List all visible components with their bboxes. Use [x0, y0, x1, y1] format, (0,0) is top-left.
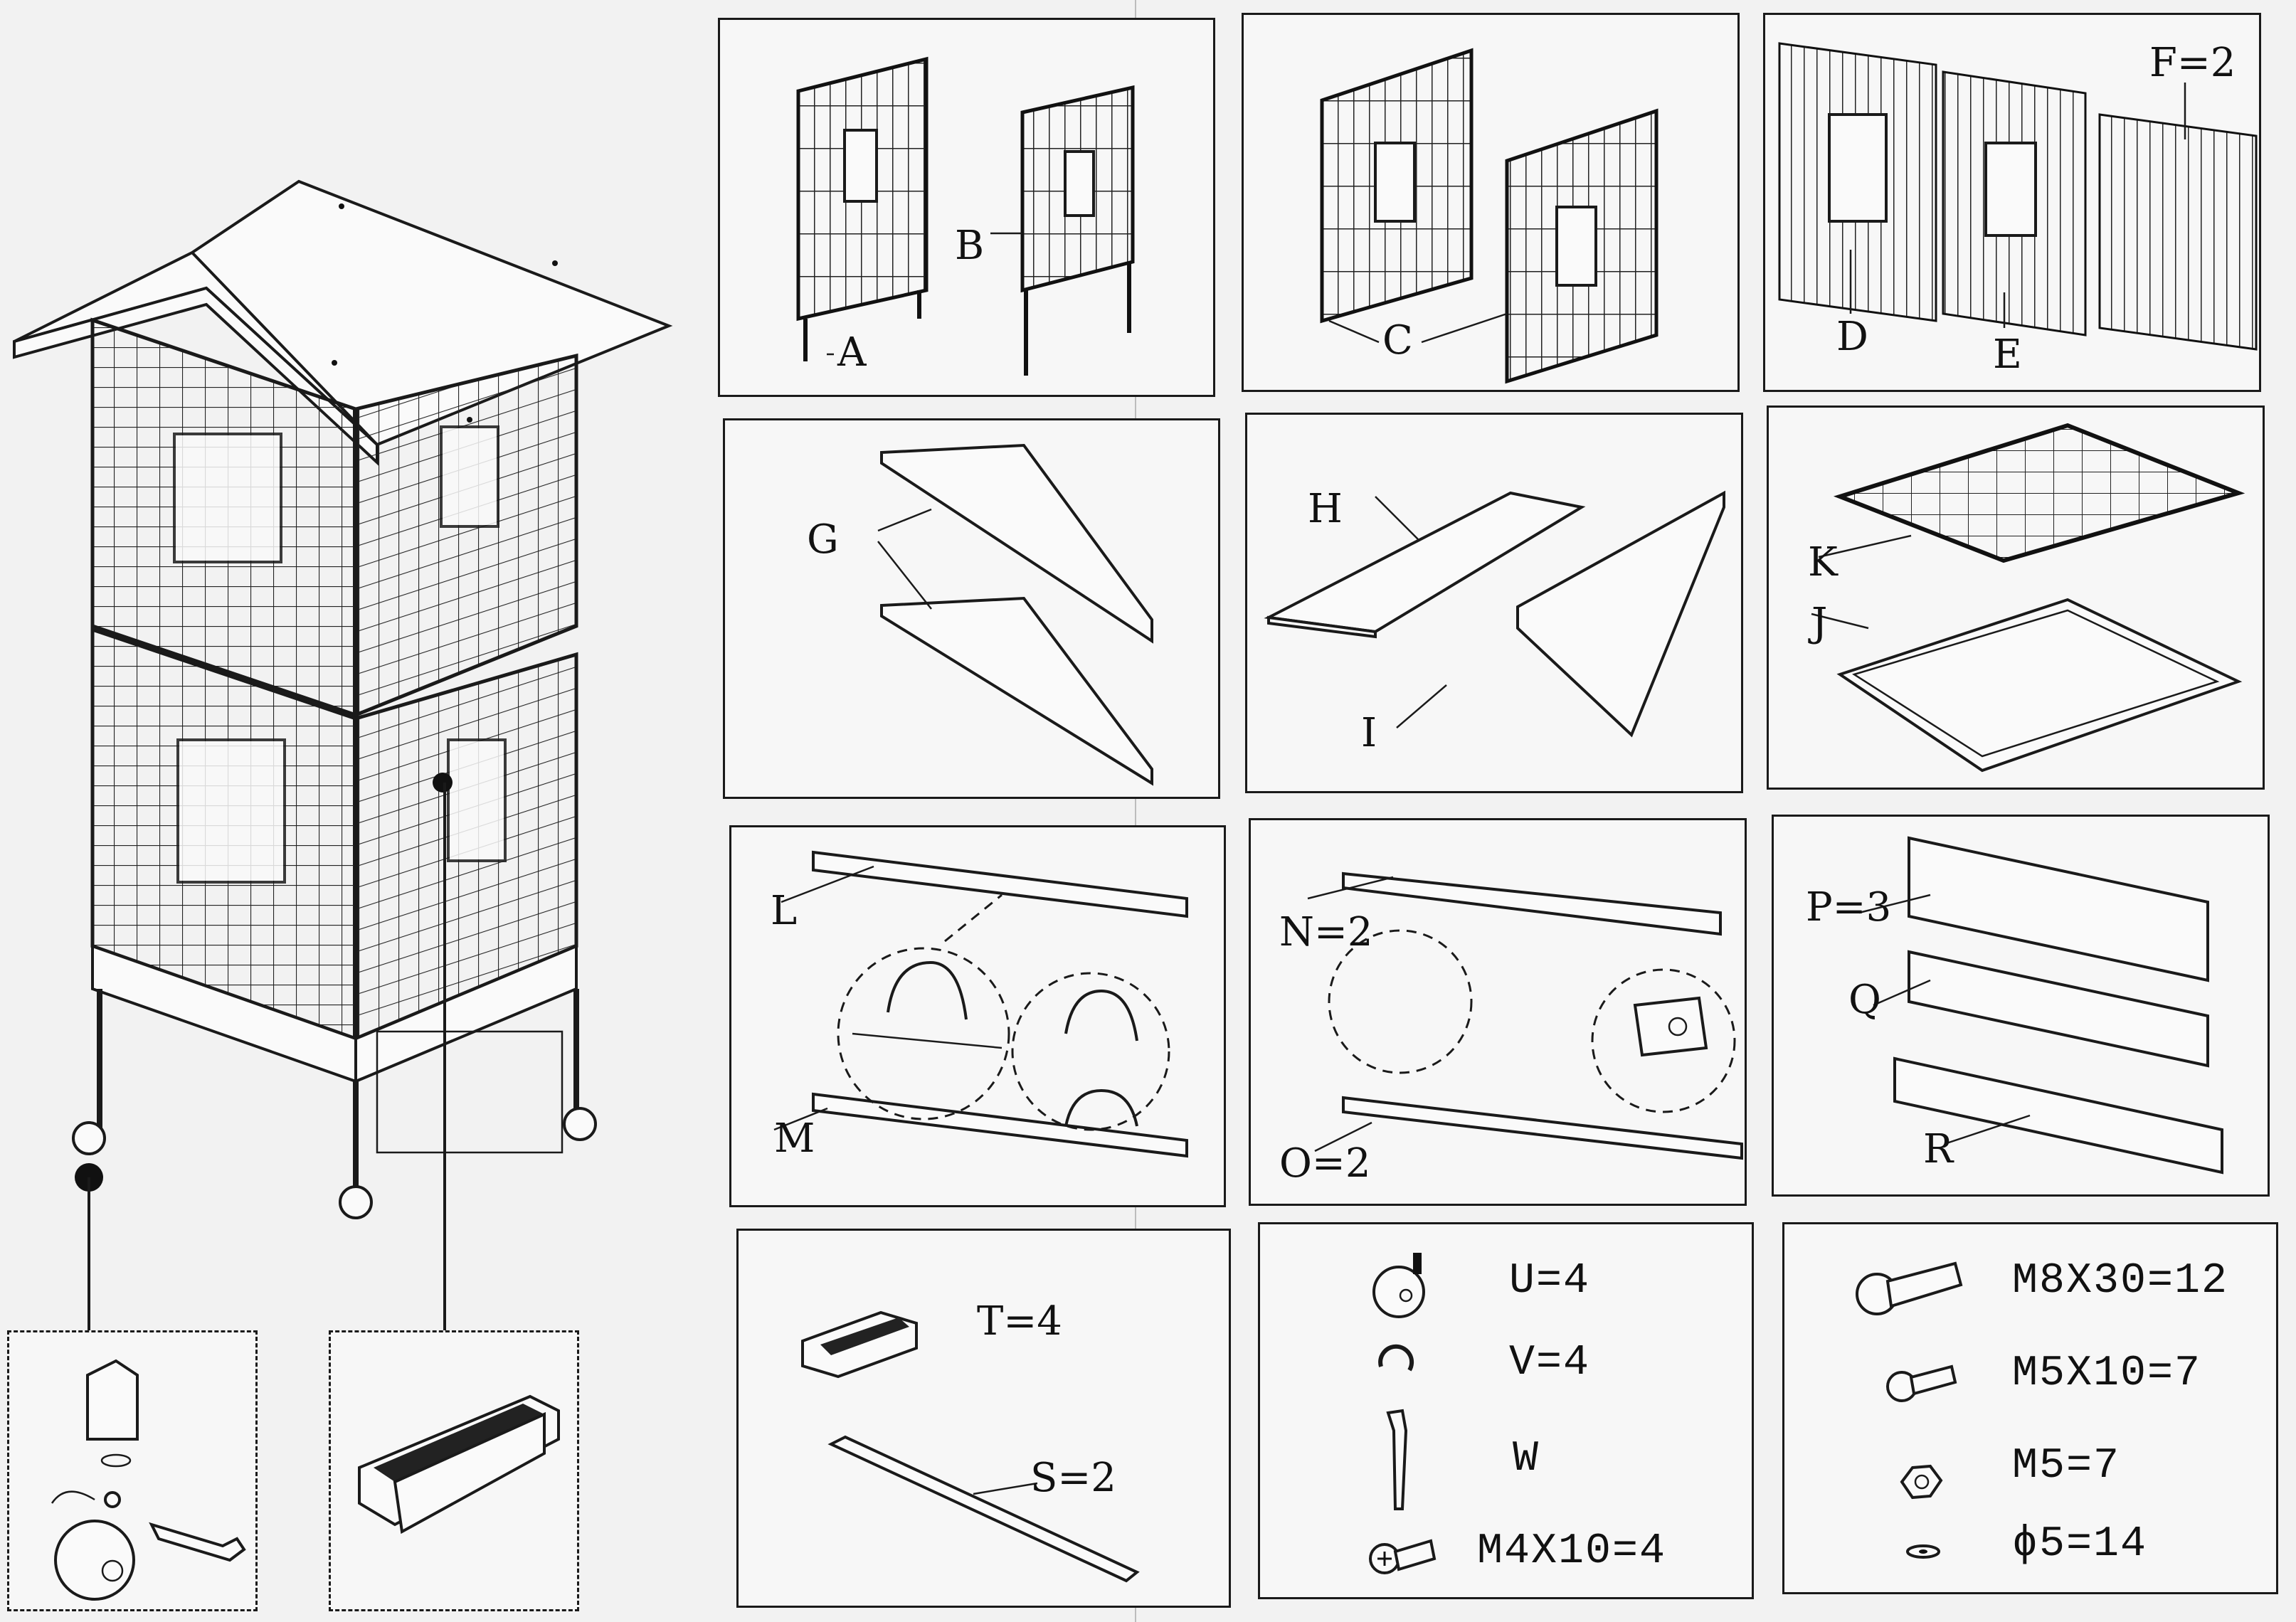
- panel-part-g: G: [723, 418, 1220, 799]
- label-l: L: [771, 888, 798, 934]
- label-b: B: [955, 223, 985, 269]
- label-a: A: [837, 329, 867, 376]
- label-q: Q: [1848, 977, 1881, 1023]
- panel-parts-t-s: T=4 S=2: [736, 1229, 1231, 1608]
- label-o: O=2: [1279, 1140, 1371, 1187]
- label-m5-nut: M5=7: [2012, 1442, 2121, 1490]
- cage-base-and-stand: [72, 943, 597, 1219]
- panel-parts-l-m: L M: [729, 825, 1226, 1207]
- label-phi5-washer: ϕ5=14: [2012, 1520, 2148, 1569]
- label-t: T=4: [977, 1298, 1062, 1345]
- label-w: W: [1513, 1435, 1540, 1483]
- panel-parts-h-i: H I: [1245, 413, 1743, 793]
- label-k: K: [1808, 539, 1838, 585]
- cage-lower-section: [90, 627, 578, 1041]
- panel-part-c: C: [1242, 13, 1740, 392]
- panel-parts-p-q-r: P=3 Q R: [1772, 815, 2270, 1197]
- label-e: E: [1993, 332, 2022, 378]
- label-m: M: [774, 1115, 815, 1162]
- label-g: G: [807, 516, 839, 563]
- label-n: N=2: [1279, 909, 1373, 955]
- label-j: J: [1811, 600, 1828, 646]
- detail-feeder-cup: [329, 1330, 579, 1611]
- label-m8x30: M8X30=12: [2012, 1257, 2229, 1305]
- label-s: S=2: [1030, 1455, 1116, 1501]
- panel-parts-d-e-f: D E F=2: [1763, 13, 2261, 392]
- panel-hardware-bolts-nuts-washers: M8X30=12 M5X10=7 M5=7 ϕ5=14: [1782, 1222, 2278, 1594]
- page-fold-crease: [1135, 0, 1136, 1622]
- detail-caster-assembly: [7, 1330, 258, 1611]
- label-h: H: [1308, 486, 1343, 532]
- callout-lines: [75, 783, 446, 1330]
- label-i: I: [1361, 710, 1377, 756]
- label-p: P=3: [1806, 884, 1892, 931]
- label-f: F=2: [2149, 40, 2236, 86]
- label-m5x10: M5X10=7: [2012, 1350, 2202, 1398]
- label-d: D: [1836, 314, 1868, 360]
- panel-parts-n-o: N=2 O=2: [1249, 818, 1747, 1206]
- panel-parts-a-b: A B: [718, 18, 1215, 397]
- panel-hardware-u-v-w-m4: U=4 V=4 W M4X10=4: [1258, 1222, 1754, 1599]
- label-u: U=4: [1509, 1257, 1591, 1305]
- cage-upper-section: [90, 317, 578, 1188]
- assembled-cage-illustration: [13, 179, 673, 1219]
- label-r: R: [1923, 1126, 1954, 1172]
- label-m4x10: M4X10=4: [1477, 1527, 1667, 1576]
- panel-parts-k-j: K J: [1767, 406, 2265, 790]
- label-v: V=4: [1509, 1339, 1591, 1387]
- label-c: C: [1382, 317, 1413, 364]
